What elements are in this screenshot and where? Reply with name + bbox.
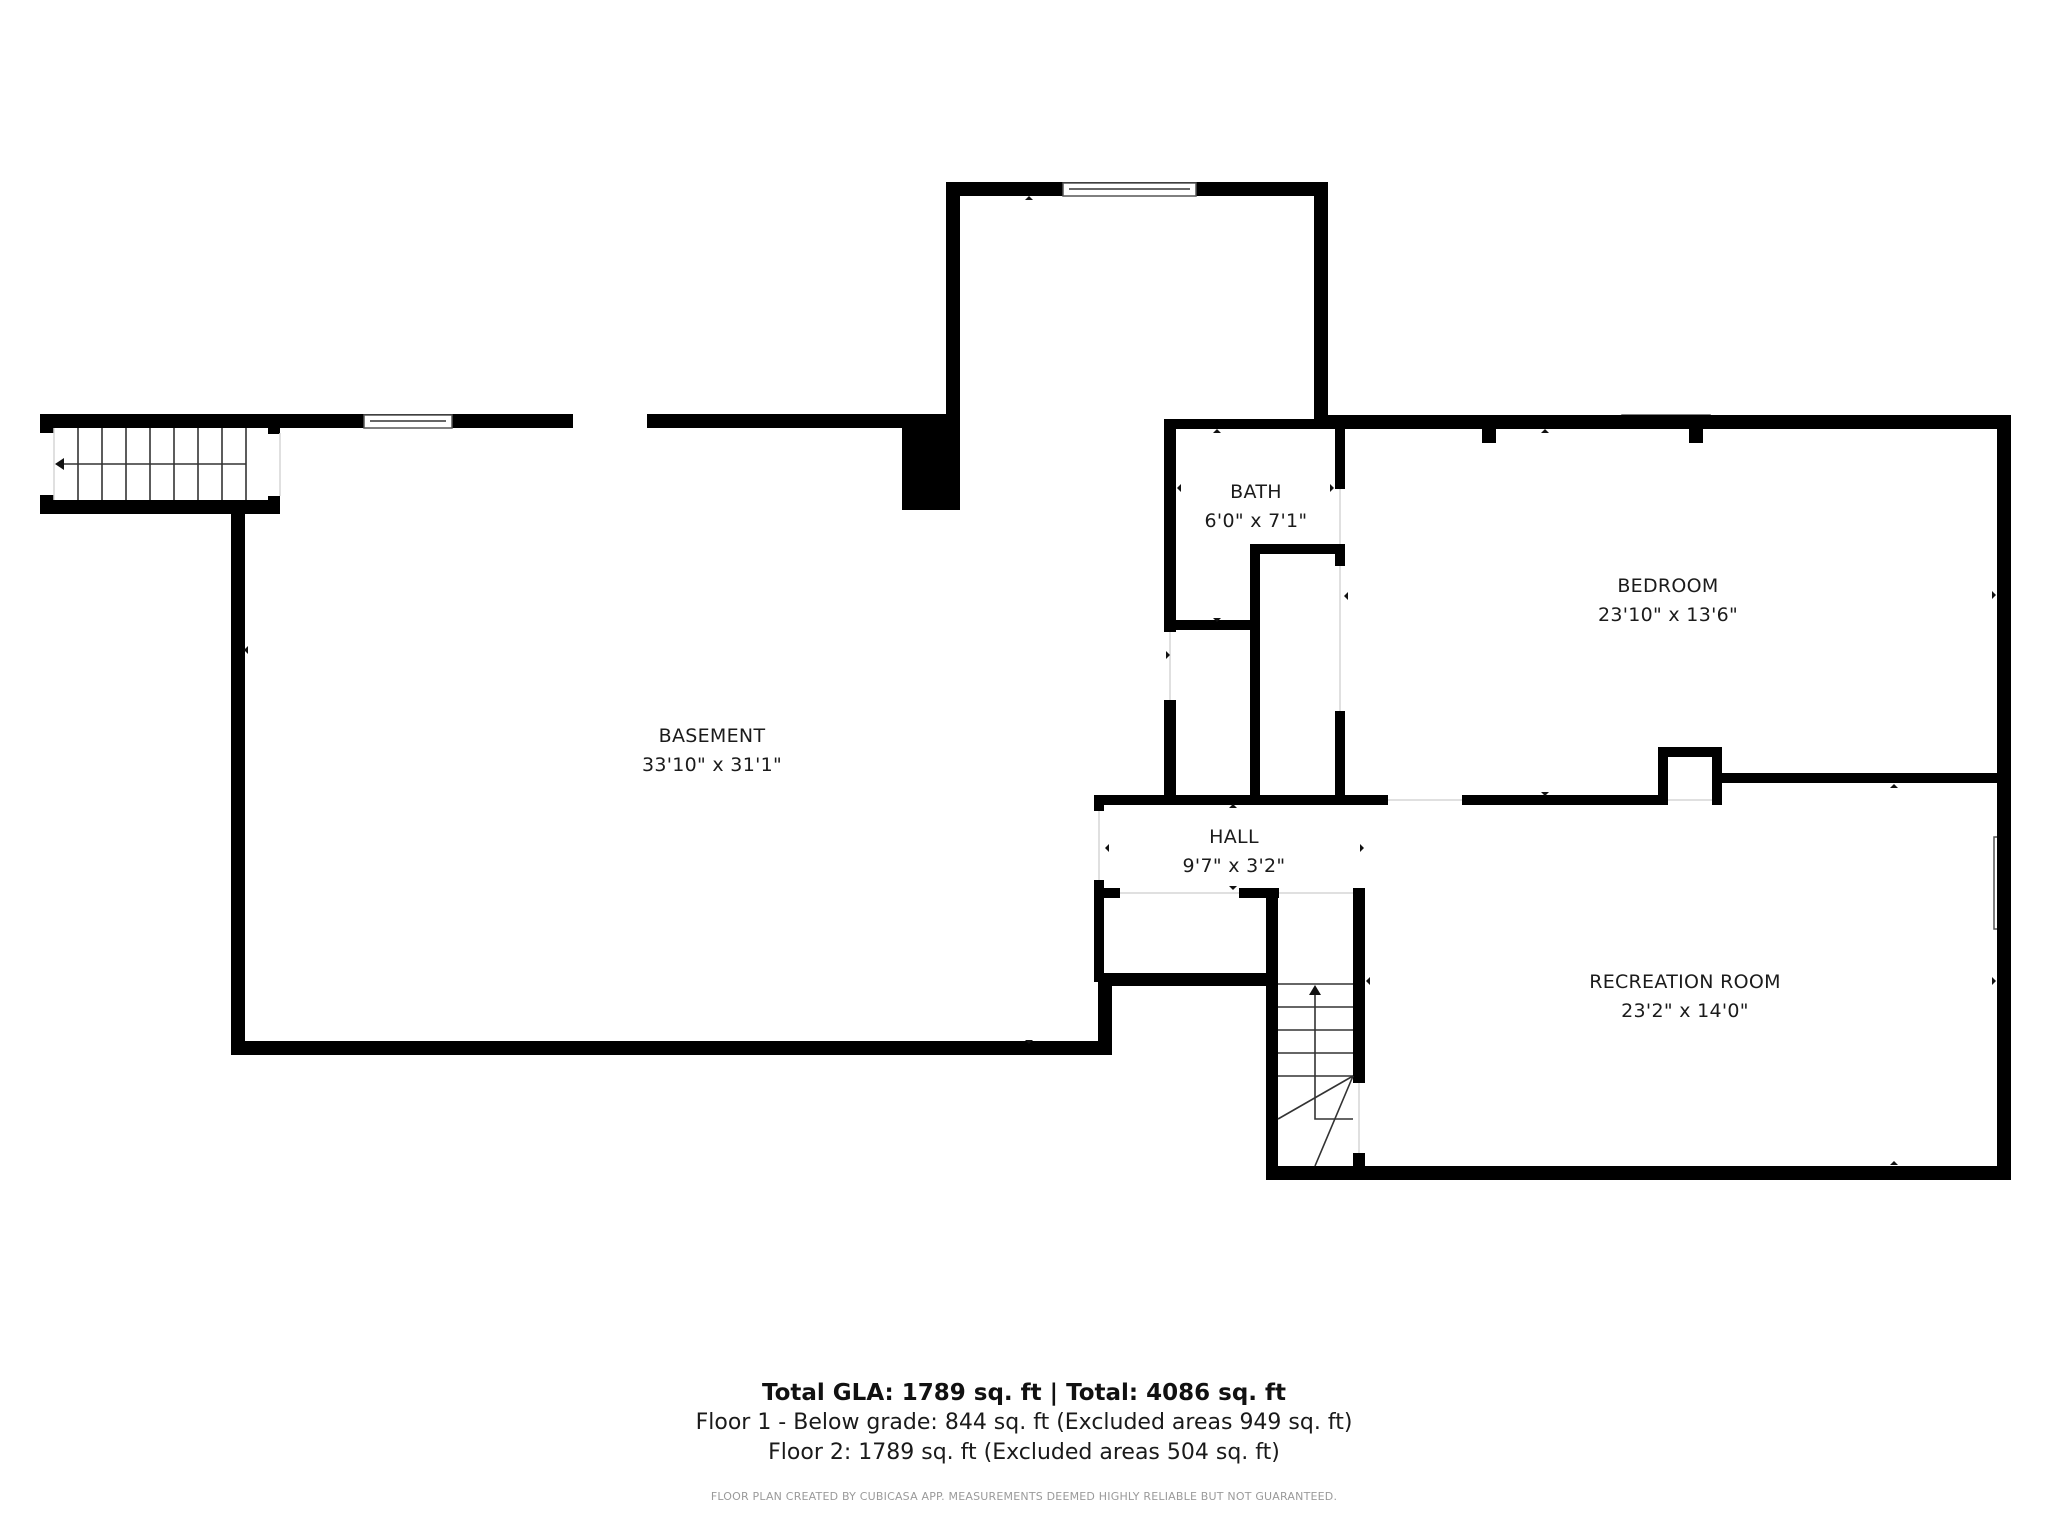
stairs-west xyxy=(40,414,281,514)
total-area: Total GLA: 1789 sq. ft | Total: 4086 sq.… xyxy=(761,1380,1287,1406)
room-label-basement: BASEMENT 33'10" x 31'1" xyxy=(642,722,782,780)
room-name: RECREATION ROOM xyxy=(1589,971,1781,993)
room-name: BATH xyxy=(1230,481,1282,503)
arrow-left-icon xyxy=(55,458,64,470)
room-name: BASEMENT xyxy=(658,725,766,747)
walls-basement xyxy=(40,182,1328,1055)
arrow-up-icon xyxy=(1309,985,1321,995)
room-dimensions: 6'0" x 7'1" xyxy=(1204,510,1308,532)
windows xyxy=(363,182,2008,930)
floor1-area: Floor 1 - Below grade: 844 sq. ft (Exclu… xyxy=(695,1410,1353,1435)
disclaimer: FLOOR PLAN CREATED BY CUBICASA APP. MEAS… xyxy=(710,1490,1338,1503)
room-dimensions: 23'2" x 14'0" xyxy=(1621,1000,1749,1022)
room-label-bath: BATH 6'0" x 7'1" xyxy=(1205,478,1308,536)
room-name: HALL xyxy=(1209,826,1259,848)
room-label-recreation: RECREATION ROOM 23'2" x 14'0" xyxy=(1589,968,1781,1026)
walls-bedroom xyxy=(1094,415,2011,1180)
room-label-hall: HALL 9'7" x 3'2" xyxy=(1183,823,1286,881)
dimension-markers xyxy=(244,196,1996,1165)
room-name: BEDROOM xyxy=(1617,575,1719,597)
room-label-bedroom: BEDROOM 23'10" x 13'6" xyxy=(1598,572,1738,630)
walls-bath xyxy=(1164,419,1345,802)
room-dimensions: 33'10" x 31'1" xyxy=(641,754,783,776)
floor2-area: Floor 2: 1789 sq. ft (Excluded areas 504… xyxy=(768,1440,1280,1465)
area-summary: Total GLA: 1789 sq. ft | Total: 4086 sq.… xyxy=(0,1378,2048,1468)
room-dimensions: 9'7" x 3'2" xyxy=(1182,855,1286,877)
walls-hall xyxy=(1094,795,2011,1180)
stairs-south xyxy=(1277,983,1354,1167)
room-dimensions: 23'10" x 13'6" xyxy=(1597,604,1739,626)
